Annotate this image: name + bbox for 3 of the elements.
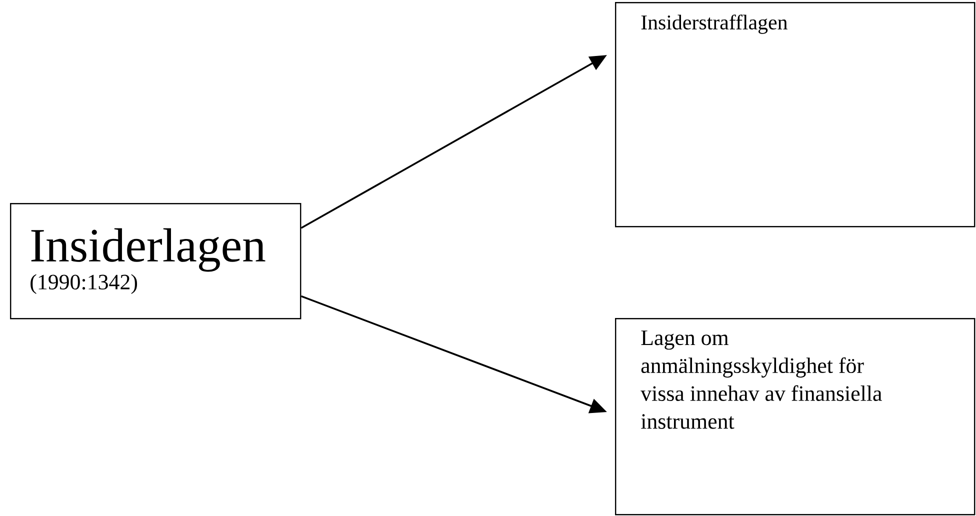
text-box: Insiderlagen (1990:1342) [10, 203, 302, 320]
text-box: Insiderstrafflagen [615, 2, 976, 228]
text-box: Lagen om anmälningsskyldighet för vissa innehav av finansiella instrument [615, 318, 976, 516]
